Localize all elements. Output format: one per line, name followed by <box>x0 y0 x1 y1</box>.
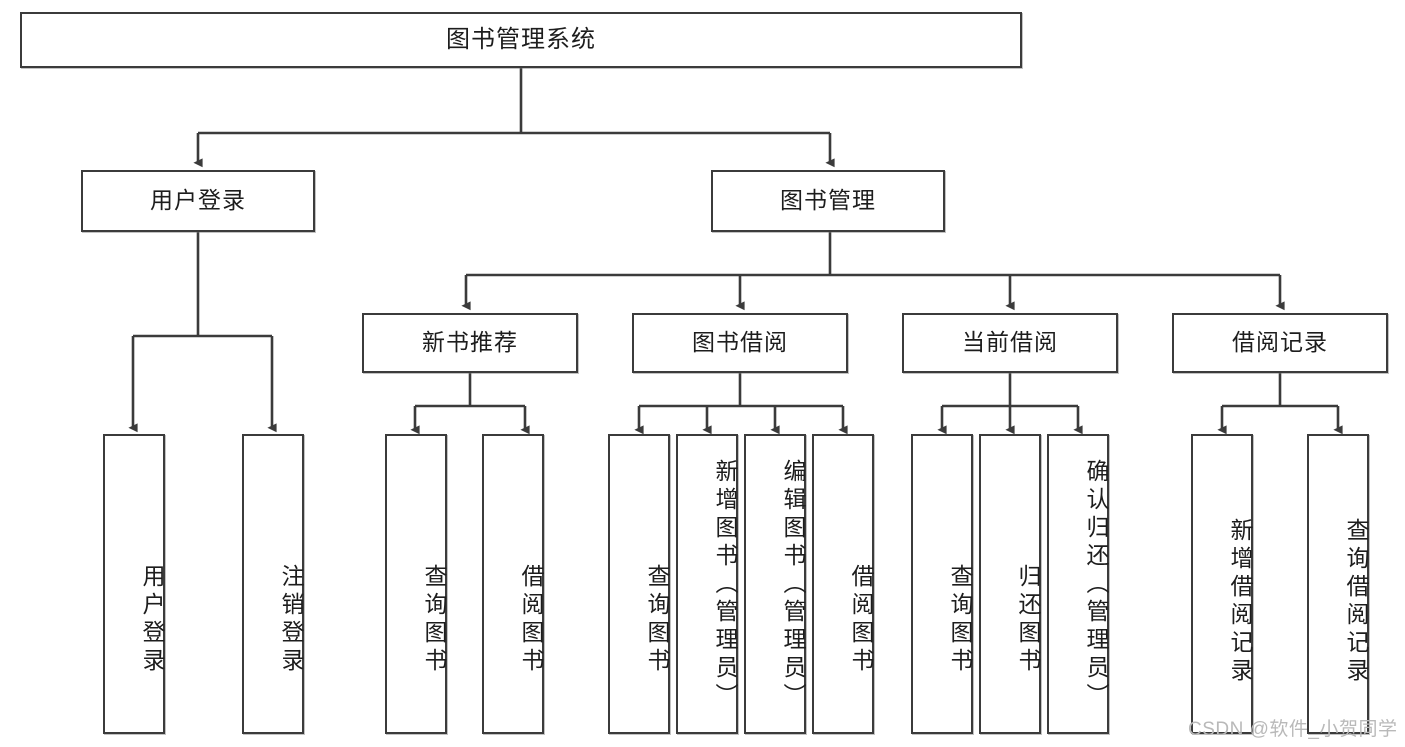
leaf-recommend-borrow-book[interactable]: 借阅图书 <box>482 434 544 734</box>
node-new-book-recommend[interactable]: 新书推荐 <box>362 313 578 373</box>
node-borrow-record[interactable]: 借阅记录 <box>1172 313 1388 373</box>
leaf-borrow-query-book[interactable]: 查询图书 <box>608 434 670 734</box>
leaf-borrow-edit-book-admin[interactable]: 编辑图书（管理员） <box>744 434 806 734</box>
leaf-current-confirm-return-admin[interactable]: 确认归还（管理员） <box>1047 434 1109 734</box>
leaf-recommend-query-book[interactable]: 查询图书 <box>385 434 447 734</box>
leaf-record-query-record[interactable]: 查询借阅记录 <box>1307 434 1369 734</box>
leaf-current-return-book[interactable]: 归还图书 <box>979 434 1041 734</box>
csdn-watermark: CSDN @软件_小贺同学 <box>1188 719 1398 740</box>
node-root-system[interactable]: 图书管理系统 <box>20 12 1022 68</box>
leaf-borrow-borrow-book[interactable]: 借阅图书 <box>812 434 874 734</box>
leaf-current-query-book[interactable]: 查询图书 <box>911 434 973 734</box>
leaf-user-login-login[interactable]: 用户登录 <box>103 434 165 734</box>
node-user-login[interactable]: 用户登录 <box>81 170 315 232</box>
leaf-user-login-logout[interactable]: 注销登录 <box>242 434 304 734</box>
node-book-borrow[interactable]: 图书借阅 <box>632 313 848 373</box>
leaf-record-add-record[interactable]: 新增借阅记录 <box>1191 434 1253 734</box>
node-current-borrow[interactable]: 当前借阅 <box>902 313 1118 373</box>
node-book-management[interactable]: 图书管理 <box>711 170 945 232</box>
leaf-borrow-add-book-admin[interactable]: 新增图书（管理员） <box>676 434 738 734</box>
